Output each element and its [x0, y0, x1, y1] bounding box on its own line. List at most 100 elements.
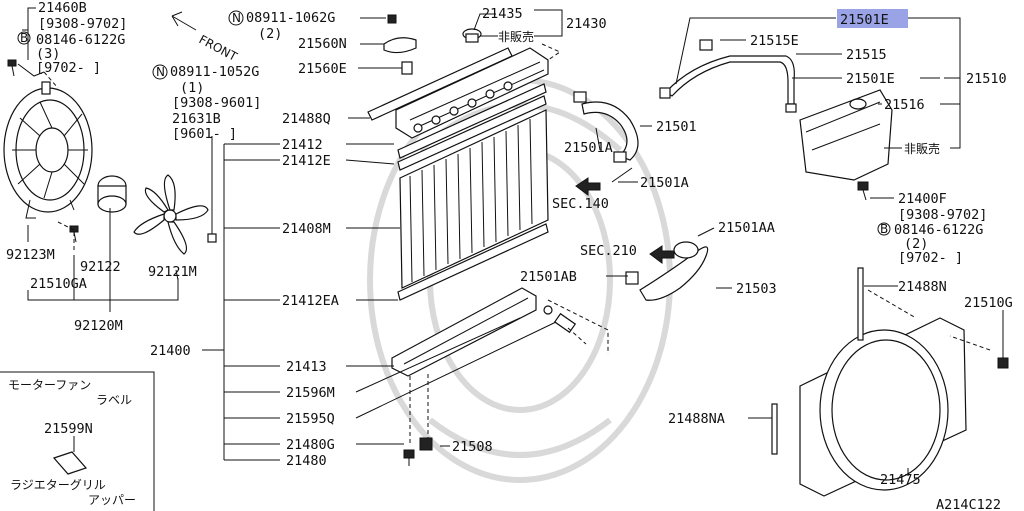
label-21460B: 21460B: [38, 0, 87, 16]
label-08911-1062G: 08911-1062G: [246, 10, 335, 26]
label-21508: 21508: [452, 439, 493, 455]
label-21510: 21510: [966, 71, 1007, 87]
label-range-9702-b: [9702- ]: [898, 250, 963, 266]
label-21475: 21475: [880, 472, 921, 488]
n-symbol-icon-2: [152, 64, 168, 80]
label-21488NA: 21488NA: [668, 411, 725, 427]
label-symbol-b-b: B: [880, 222, 888, 236]
label-21501A-b: 21501A: [640, 175, 689, 191]
label-21501: 21501: [656, 119, 697, 135]
seal-strip-21488NA: [771, 403, 778, 455]
label-21435: 21435: [482, 6, 523, 22]
label-21501A-a: 21501A: [564, 140, 613, 156]
label-sec210: SEC.210: [580, 243, 637, 259]
label-21595Q: 21595Q: [286, 411, 335, 427]
label-21408M: 21408M: [282, 221, 331, 237]
label-21560E: 21560E: [298, 61, 347, 77]
label-21599N: 21599N: [44, 421, 93, 437]
nut-08911-1062G: [387, 14, 397, 24]
label-21412: 21412: [282, 137, 323, 153]
label-range-9308-9702-b: [9308-9702]: [898, 207, 987, 223]
label-21413: 21413: [286, 359, 327, 375]
sec140-arrow-icon: [575, 177, 601, 196]
radiator-bottom-tank-drawing: [391, 287, 537, 377]
label-range-9308-9601: [9308-9601]: [172, 95, 261, 111]
fan-blade-drawing: [133, 174, 209, 255]
seal-strip-21412EA: [397, 223, 549, 301]
b-symbol-icon: [17, 31, 31, 45]
label-21412E: 21412E: [282, 153, 331, 169]
seal-strip-21488N: [857, 267, 864, 341]
reservoir-tube-drawing: [659, 39, 795, 105]
label-21480: 21480: [286, 453, 327, 469]
label-symbol-n-a: N: [232, 11, 241, 25]
label-21510GA: 21510GA: [30, 276, 87, 292]
seal-strip-21488Q: [367, 47, 513, 121]
radiator-top-tank-drawing: [395, 47, 549, 139]
radiator-core-drawing: [399, 109, 549, 289]
legend-box: [0, 371, 155, 511]
label-92123M: 92123M: [6, 247, 55, 263]
nut-21631B: [207, 233, 217, 243]
label-qty2-b: (2): [904, 236, 928, 252]
fan-shroud-21475-drawing: [799, 317, 967, 497]
bolt-21480: [403, 449, 415, 466]
seal-strip-21412: [397, 83, 547, 171]
label-qty1: (1): [180, 80, 204, 96]
label-21400F: 21400F: [898, 191, 947, 207]
label-21515E: 21515E: [750, 33, 799, 49]
label-21430: 21430: [566, 16, 607, 32]
label-21516: 21516: [884, 97, 925, 113]
label-08911-1052G: 08911-1052G: [170, 64, 259, 80]
label-21488Q: 21488Q: [282, 111, 331, 127]
label-front: FRONT: [197, 32, 240, 64]
reservoir-tank-drawing: [785, 89, 893, 181]
bush-21508: [419, 437, 433, 451]
label-21560N: 21560N: [298, 36, 347, 52]
label-21501E-highlighted: 21501E: [840, 12, 889, 28]
label-92121M: 92121M: [148, 264, 197, 280]
lower-hose-drawing: [625, 241, 709, 301]
front-arrow-icon: [171, 11, 197, 31]
drain-cock-drawing: [543, 305, 577, 334]
bolt-21400F: [857, 181, 869, 201]
label-not-sold-b: 非販売: [904, 141, 940, 156]
label-21501AB: 21501AB: [520, 269, 577, 285]
label-21510G: 21510G: [964, 295, 1013, 311]
radiator-cap-drawing: [462, 28, 482, 43]
upper-hose-drawing: [573, 91, 639, 163]
label-qty2-a: (2): [258, 26, 282, 42]
label-range-9702-a: [9702- ]: [36, 60, 101, 76]
label-sec140: SEC.140: [552, 196, 609, 212]
label-21400: 21400: [150, 343, 191, 359]
fan-motor-drawing: [97, 175, 127, 213]
label-21596M: 21596M: [286, 385, 335, 401]
label-21503: 21503: [736, 281, 777, 297]
label-symbol-b-a: B: [20, 31, 28, 45]
label-21412EA: 21412EA: [282, 293, 339, 309]
label-21501AA: 21501AA: [718, 220, 775, 236]
label-21515: 21515: [846, 47, 887, 63]
label-group: 21460B [9308-9702] B 08146-6122G (3) [97…: [6, 0, 1013, 511]
bolt-left: [7, 59, 17, 77]
label-21501E: 21501E: [846, 71, 895, 87]
label-92122: 92122: [80, 259, 121, 275]
label-diagram-code: A214C122: [936, 497, 1001, 511]
label-08146-6122G-b: 08146-6122G: [894, 222, 983, 238]
label-symbol-n-b: N: [156, 65, 165, 79]
bolt-21510G: [997, 346, 1009, 369]
label-21480G: 21480G: [286, 437, 335, 453]
label-not-sold-a: 非販売: [498, 29, 534, 44]
grommet-21560E: [401, 61, 413, 75]
label-21488N: 21488N: [898, 279, 947, 295]
n-symbol-icon: [228, 10, 244, 26]
sec210-arrow-icon: [649, 245, 675, 264]
label-motor-fan: モーターファン: [8, 378, 91, 392]
label-motor-fan-label: ラベル: [96, 393, 132, 407]
b-symbol-icon-2: [877, 222, 891, 236]
label-21631B: 21631B: [172, 111, 221, 127]
selected-part-highlight: [837, 9, 908, 28]
label-sticker-drawing: [52, 451, 88, 475]
